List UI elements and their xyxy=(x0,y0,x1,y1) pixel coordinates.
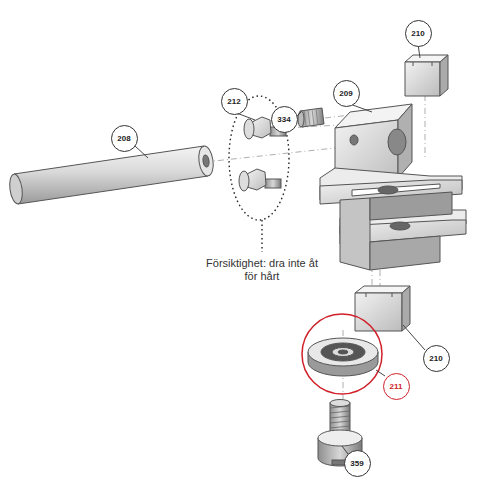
slide-block xyxy=(405,55,448,96)
mounting-block xyxy=(320,104,466,270)
callout-number: 209 xyxy=(333,80,360,107)
callout-number: 210 xyxy=(423,345,450,372)
callout-number: 359 xyxy=(344,450,371,477)
set-screw xyxy=(298,108,324,127)
callout-number: 208 xyxy=(111,125,138,152)
bearing xyxy=(308,338,378,376)
rod xyxy=(8,145,215,205)
callout-number: 210 xyxy=(405,20,432,47)
callout-number: 212 xyxy=(221,88,248,115)
caution-note: Försiktighet: dra inte åt för hårt xyxy=(203,256,321,284)
callout-number: 211 xyxy=(383,373,410,400)
slide-block xyxy=(355,286,410,331)
callout-number: 334 xyxy=(271,106,298,133)
